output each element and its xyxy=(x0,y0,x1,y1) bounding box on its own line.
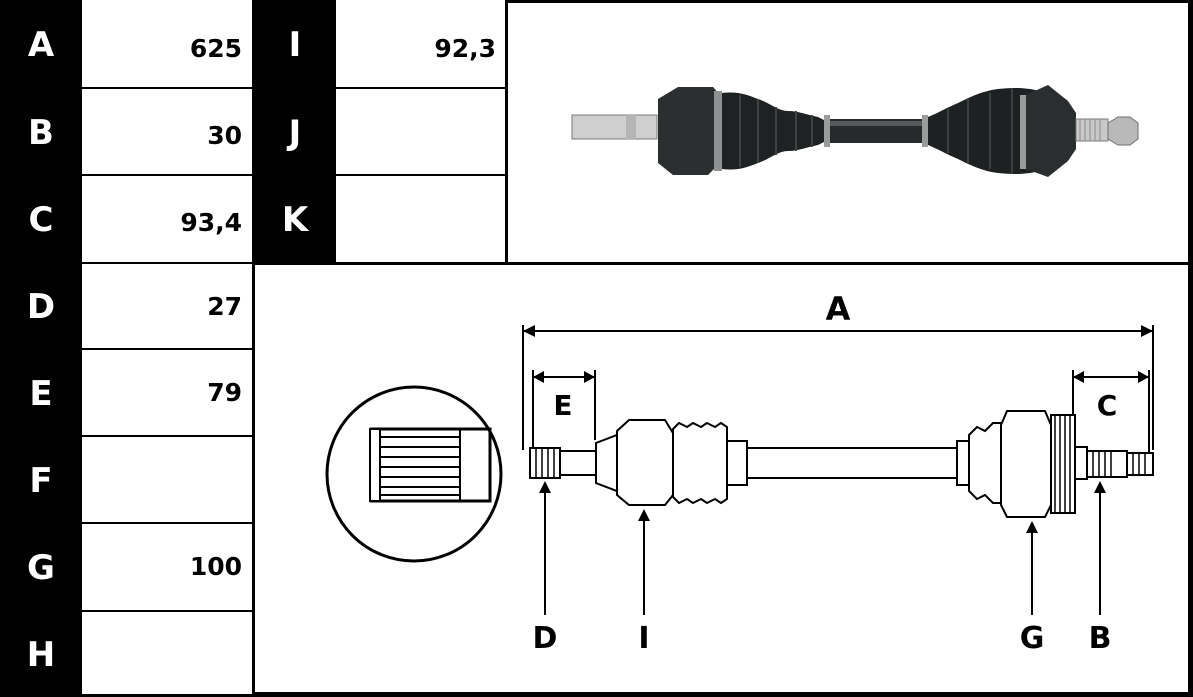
row-letter-b: B xyxy=(0,89,82,176)
divider xyxy=(254,262,1193,265)
row-value-a: 625 xyxy=(82,0,252,89)
row-value-g: 100 xyxy=(82,524,252,612)
row-value-i: 92,3 xyxy=(336,0,506,89)
label-c: C xyxy=(1097,389,1118,422)
row-value-e: 79 xyxy=(82,350,252,437)
row-letter-a: A xyxy=(0,0,82,89)
dimension-drawing: A E C xyxy=(255,265,1188,692)
row-value-d: 27 xyxy=(82,264,252,350)
product-photo xyxy=(508,3,1188,262)
divider xyxy=(254,692,1193,697)
divider xyxy=(505,0,508,264)
row-letter-g: G xyxy=(0,524,82,612)
row-letter-d: D xyxy=(0,264,82,350)
row-value-b: 30 xyxy=(82,89,252,176)
row-value-j xyxy=(336,89,506,176)
label-a: A xyxy=(826,290,851,328)
row-value-h xyxy=(82,612,252,697)
row-letter-k: K xyxy=(254,176,336,264)
row-value-k xyxy=(336,176,506,264)
divider xyxy=(252,0,255,697)
row-letter-f: F xyxy=(0,437,82,524)
label-b: B xyxy=(1089,621,1112,656)
label-i: I xyxy=(638,621,649,656)
divider xyxy=(0,694,254,697)
row-value-f xyxy=(82,437,252,524)
label-g: G xyxy=(1020,621,1045,656)
row-letter-h: H xyxy=(0,612,82,697)
row-value-c: 93,4 xyxy=(82,176,252,264)
label-e: E xyxy=(553,389,572,422)
label-d: D xyxy=(533,621,558,656)
row-letter-c: C xyxy=(0,176,82,264)
row-letter-e: E xyxy=(0,350,82,437)
row-letter-i: I xyxy=(254,0,336,89)
spline-detail-inset xyxy=(325,385,503,563)
divider xyxy=(508,0,1193,3)
divider xyxy=(1188,0,1193,697)
row-letter-j: J xyxy=(254,89,336,176)
